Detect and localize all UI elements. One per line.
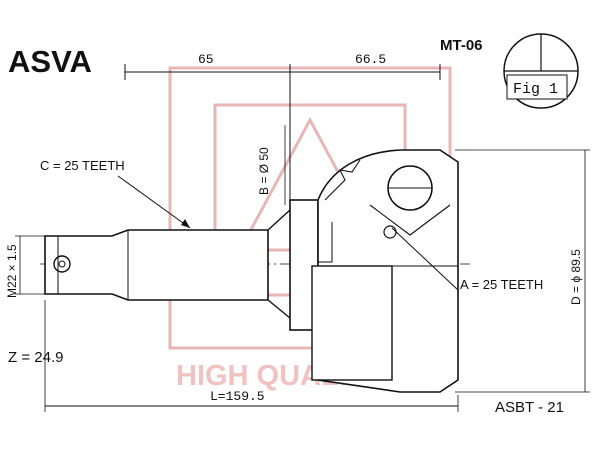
d-dimension: D = ϕ 89.5: [455, 149, 590, 393]
shaft-shoulder-top: [267, 209, 291, 231]
housing-lower-block: [311, 265, 393, 381]
m-thread-label: M22 × 1.5: [5, 244, 19, 298]
d-diameter-label: D = ϕ 89.5: [569, 249, 583, 305]
c-teeth-label: C = 25 TEETH: [40, 158, 125, 173]
a-teeth-label: A = 25 TEETH: [460, 277, 543, 292]
a-teeth-callout: A = 25 TEETH: [391, 227, 543, 292]
cage-line: [369, 204, 451, 236]
joint-housing: [311, 149, 459, 393]
z-value-label: Z = 24.9: [8, 349, 63, 366]
b-diameter-label: B = Ø 50: [257, 147, 271, 195]
len-left-label: 65: [198, 52, 214, 67]
c-teeth-arrow-icon: [181, 219, 190, 228]
part-code: MT-06: [440, 37, 483, 54]
c-teeth-leader: [117, 175, 191, 229]
housing-step: [317, 222, 333, 263]
shaft-shoulder-bottom: [267, 299, 291, 319]
catalog-number: ASBT - 21: [495, 399, 564, 416]
len-right-label: 66.5: [355, 52, 386, 67]
cotter-hole-icon: [53, 255, 71, 273]
shaft-outline: [44, 229, 269, 301]
m-dimension: M22 × 1.5: [5, 235, 45, 298]
joint-shaft: [44, 199, 319, 331]
fig-label-box: [506, 74, 568, 100]
top-dimensions: 65 66.5: [124, 52, 441, 330]
c-teeth-callout: C = 25 TEETH: [40, 158, 191, 229]
boot-ridge: [324, 159, 361, 201]
a-teeth-leader: [391, 227, 459, 291]
abs-ring-hole-icon: [383, 225, 397, 239]
brand-logo: ASVA: [8, 44, 92, 79]
cotter-hole-inner-icon: [58, 260, 66, 268]
fig-indicator: Fig 1: [503, 33, 579, 109]
total-length-label: L=159.5: [210, 389, 265, 404]
fig-label: Fig 1: [513, 81, 558, 98]
b-dimension: B = Ø 50: [257, 125, 286, 205]
l-dimension: L=159.5: [44, 300, 459, 412]
